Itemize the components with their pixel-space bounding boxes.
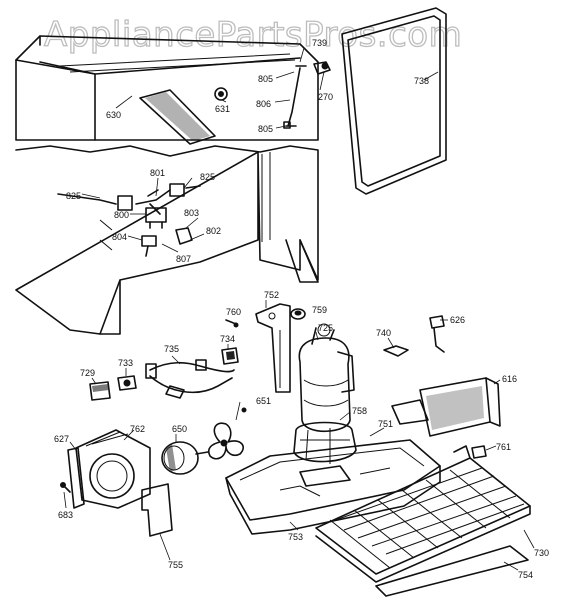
label-729: 729 bbox=[80, 368, 95, 378]
label-733: 733 bbox=[118, 358, 133, 368]
label-751: 751 bbox=[378, 419, 393, 429]
part-806-light-assembly bbox=[283, 65, 307, 129]
label-651: 651 bbox=[256, 396, 271, 406]
part-730-condenser bbox=[315, 445, 531, 583]
label-734: 734 bbox=[220, 334, 235, 344]
part-650-fan-motor bbox=[161, 441, 209, 475]
part-803-connector bbox=[175, 227, 193, 245]
label-627: 627 bbox=[54, 434, 69, 444]
watermark-text: AppliancePartsPros.com bbox=[44, 15, 462, 55]
part-733-overload bbox=[117, 375, 137, 391]
label-650: 650 bbox=[172, 424, 187, 434]
part-760-screw bbox=[225, 319, 239, 328]
part-752-bracket bbox=[255, 303, 291, 393]
part-725-compressor bbox=[298, 323, 355, 432]
label-738: 738 bbox=[414, 76, 429, 86]
label-805-top: 805 bbox=[258, 74, 273, 84]
label-825-left: 825 bbox=[66, 191, 81, 201]
label-758: 758 bbox=[352, 406, 367, 416]
cabinet-lower bbox=[15, 145, 319, 335]
part-number-labels: 630 631 739 805 806 805 270 738 801 825 … bbox=[54, 38, 549, 580]
part-734-relay bbox=[221, 347, 239, 365]
part-270-knob bbox=[313, 61, 331, 75]
label-802: 802 bbox=[206, 226, 221, 236]
leader-lines bbox=[63, 47, 535, 571]
label-683: 683 bbox=[58, 510, 73, 520]
label-762: 762 bbox=[130, 424, 145, 434]
part-804-connector bbox=[141, 235, 157, 257]
label-740: 740 bbox=[376, 328, 391, 338]
part-762-fan-shroud bbox=[67, 429, 151, 509]
label-806: 806 bbox=[256, 99, 271, 109]
label-752: 752 bbox=[264, 290, 279, 300]
label-735: 735 bbox=[164, 344, 179, 354]
label-725: 725 bbox=[318, 323, 333, 333]
label-761: 761 bbox=[496, 442, 511, 452]
part-738-door-gasket bbox=[341, 7, 447, 195]
part-626-connector bbox=[429, 315, 445, 353]
label-805-bottom: 805 bbox=[258, 124, 273, 134]
part-740-clip bbox=[383, 345, 409, 357]
part-616-pan bbox=[391, 377, 501, 437]
label-804: 804 bbox=[112, 232, 127, 242]
part-761-clip bbox=[471, 445, 487, 459]
part-683-screw bbox=[60, 482, 71, 493]
label-801: 801 bbox=[150, 168, 165, 178]
part-735-power-cord bbox=[145, 359, 235, 399]
label-270: 270 bbox=[318, 92, 333, 102]
part-755-bracket bbox=[141, 483, 173, 537]
label-803: 803 bbox=[184, 208, 199, 218]
wiring-harness-825 bbox=[57, 183, 201, 215]
label-754: 754 bbox=[518, 570, 533, 580]
label-825-right: 825 bbox=[200, 172, 215, 182]
label-626: 626 bbox=[450, 315, 465, 325]
cabinet-upper bbox=[15, 35, 319, 145]
label-759: 759 bbox=[312, 305, 327, 315]
label-755: 755 bbox=[168, 560, 183, 570]
part-758-compressor-mount bbox=[293, 421, 357, 464]
part-800-switch bbox=[145, 207, 167, 229]
part-651-fan-blade bbox=[207, 407, 247, 460]
label-616: 616 bbox=[502, 374, 517, 384]
label-630: 630 bbox=[106, 110, 121, 120]
part-631-knob bbox=[214, 87, 228, 101]
label-753: 753 bbox=[288, 532, 303, 542]
part-729-cover bbox=[89, 381, 111, 401]
label-739: 739 bbox=[312, 38, 327, 48]
part-753-base-tray bbox=[225, 439, 441, 535]
label-730: 730 bbox=[534, 548, 549, 558]
label-631: 631 bbox=[215, 104, 230, 114]
part-759-grommet bbox=[290, 308, 306, 320]
label-800: 800 bbox=[114, 210, 129, 220]
part-754-condenser-base bbox=[375, 545, 529, 597]
label-807: 807 bbox=[176, 254, 191, 264]
label-760: 760 bbox=[226, 307, 241, 317]
